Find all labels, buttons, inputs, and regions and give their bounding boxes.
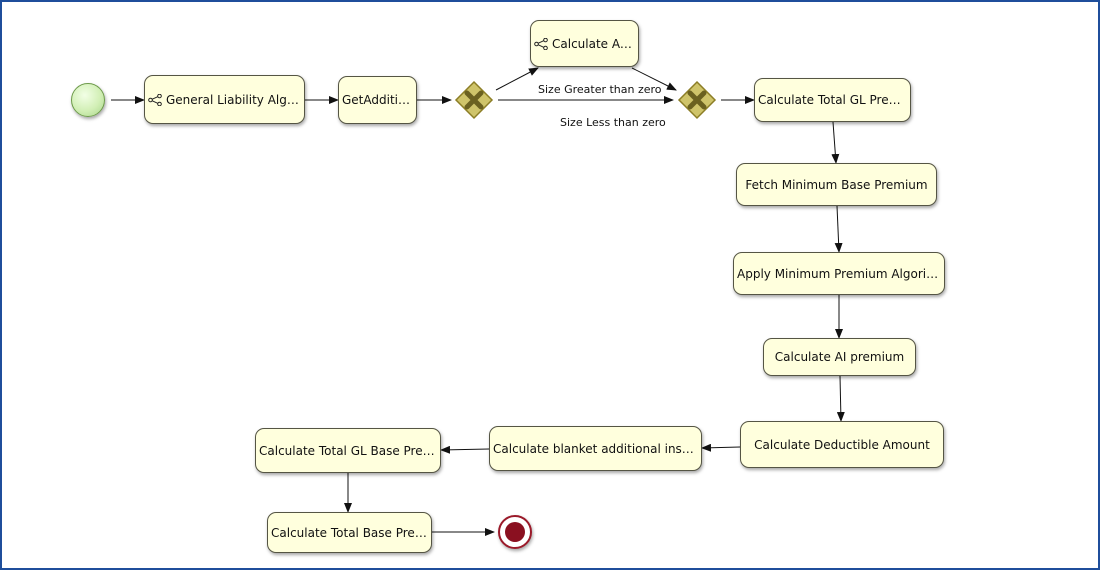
task-general-liability-algorithm[interactable]: General Liability Algorithm	[144, 75, 305, 124]
share-icon	[534, 37, 548, 50]
flow-label-size-greater-than-zero[interactable]: Size Greater than zero	[538, 83, 662, 96]
flow-total-gl-to-fetch-min[interactable]	[831, 121, 840, 164]
flow-deductible-to-blanket[interactable]	[701, 443, 741, 452]
share-icon	[148, 93, 162, 106]
task-calculate-additional[interactable]: Calculate Addit...	[530, 20, 639, 67]
exclusive-gateway-icon[interactable]	[677, 80, 717, 120]
task-calculate-ai-premium[interactable]: Calculate AI premium	[763, 338, 916, 376]
flow-calc-addit-to-gateway[interactable]	[631, 67, 677, 91]
task-label: Calculate Total GL Base Premium	[259, 443, 437, 458]
flow-gateway-to-calc-addit[interactable]	[495, 67, 539, 91]
task-label: Apply Minimum Premium Algorithm	[737, 266, 941, 281]
task-fetch-minimum-base-premium[interactable]: Fetch Minimum Base Premium	[736, 163, 937, 206]
end-event-icon[interactable]	[498, 515, 532, 549]
task-calculate-total-base-premium[interactable]: Calculate Total Base Premium	[267, 512, 432, 553]
task-label: Calculate AI premium	[774, 350, 905, 364]
task-label: Calculate Deductible Amount	[754, 437, 930, 452]
exclusive-gateway-icon[interactable]	[454, 80, 494, 120]
task-label: GetAdditiona...	[342, 93, 413, 107]
task-label: Calculate Total GL Premium	[758, 93, 907, 107]
flow-blanket-to-total-gl-base[interactable]	[440, 445, 490, 454]
task-get-additional[interactable]: GetAdditiona...	[338, 76, 417, 124]
task-apply-minimum-premium-algorithm[interactable]: Apply Minimum Premium Algorithm	[733, 252, 945, 295]
start-event-icon[interactable]	[71, 83, 105, 117]
flow-ai-to-deductible[interactable]	[836, 375, 845, 422]
task-label: Calculate Addit...	[552, 36, 635, 51]
task-label: Calculate blanket additional insured	[493, 441, 698, 456]
task-label: General Liability Algorithm	[166, 92, 301, 107]
task-label: Fetch Minimum Base Premium	[745, 177, 928, 192]
task-label: Calculate Total Base Premium	[271, 525, 428, 540]
flow-fetch-min-to-apply-min[interactable]	[834, 205, 843, 253]
task-calculate-deductible-amount[interactable]: Calculate Deductible Amount	[740, 421, 944, 468]
task-calculate-total-gl-base-premium[interactable]: Calculate Total GL Base Premium	[255, 428, 441, 473]
flow-label-size-less-than-zero[interactable]: Size Less than zero	[560, 116, 666, 129]
task-calculate-blanket-additional-insured[interactable]: Calculate blanket additional insured	[489, 426, 702, 471]
task-calculate-total-gl-premium[interactable]: Calculate Total GL Premium	[754, 78, 911, 122]
